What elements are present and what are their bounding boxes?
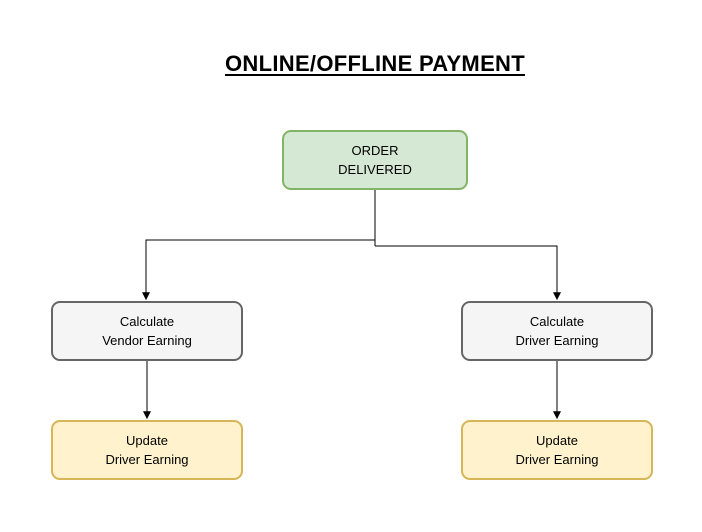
node-label-line: Driver Earning xyxy=(515,333,599,348)
edge-order-to-driver xyxy=(375,245,561,301)
node-label-line: ORDER xyxy=(351,143,399,158)
node-label-line: DELIVERED xyxy=(338,162,412,177)
node-label-line: Update xyxy=(126,433,168,448)
node-order-delivered: ORDER DELIVERED xyxy=(282,130,468,190)
edge-order-to-vendor xyxy=(142,239,375,301)
node-calculate-driver-earning: Calculate Driver Earning xyxy=(461,301,653,361)
diagram-title: ONLINE/OFFLINE PAYMENT xyxy=(225,51,525,76)
node-calculate-vendor-earning: Calculate Vendor Earning xyxy=(51,301,243,361)
node-label-line: Calculate xyxy=(119,314,175,329)
node-label-line: Update xyxy=(536,433,578,448)
node-label-line: Vendor Earning xyxy=(102,333,192,348)
node-label-line: Calculate xyxy=(529,314,585,329)
node-label-line: Driver Earning xyxy=(515,452,599,467)
node-update-driver-earning-left: Update Driver Earning xyxy=(51,420,243,480)
node-label-line: Driver Earning xyxy=(105,452,189,467)
node-update-driver-earning-right: Update Driver Earning xyxy=(461,420,653,480)
